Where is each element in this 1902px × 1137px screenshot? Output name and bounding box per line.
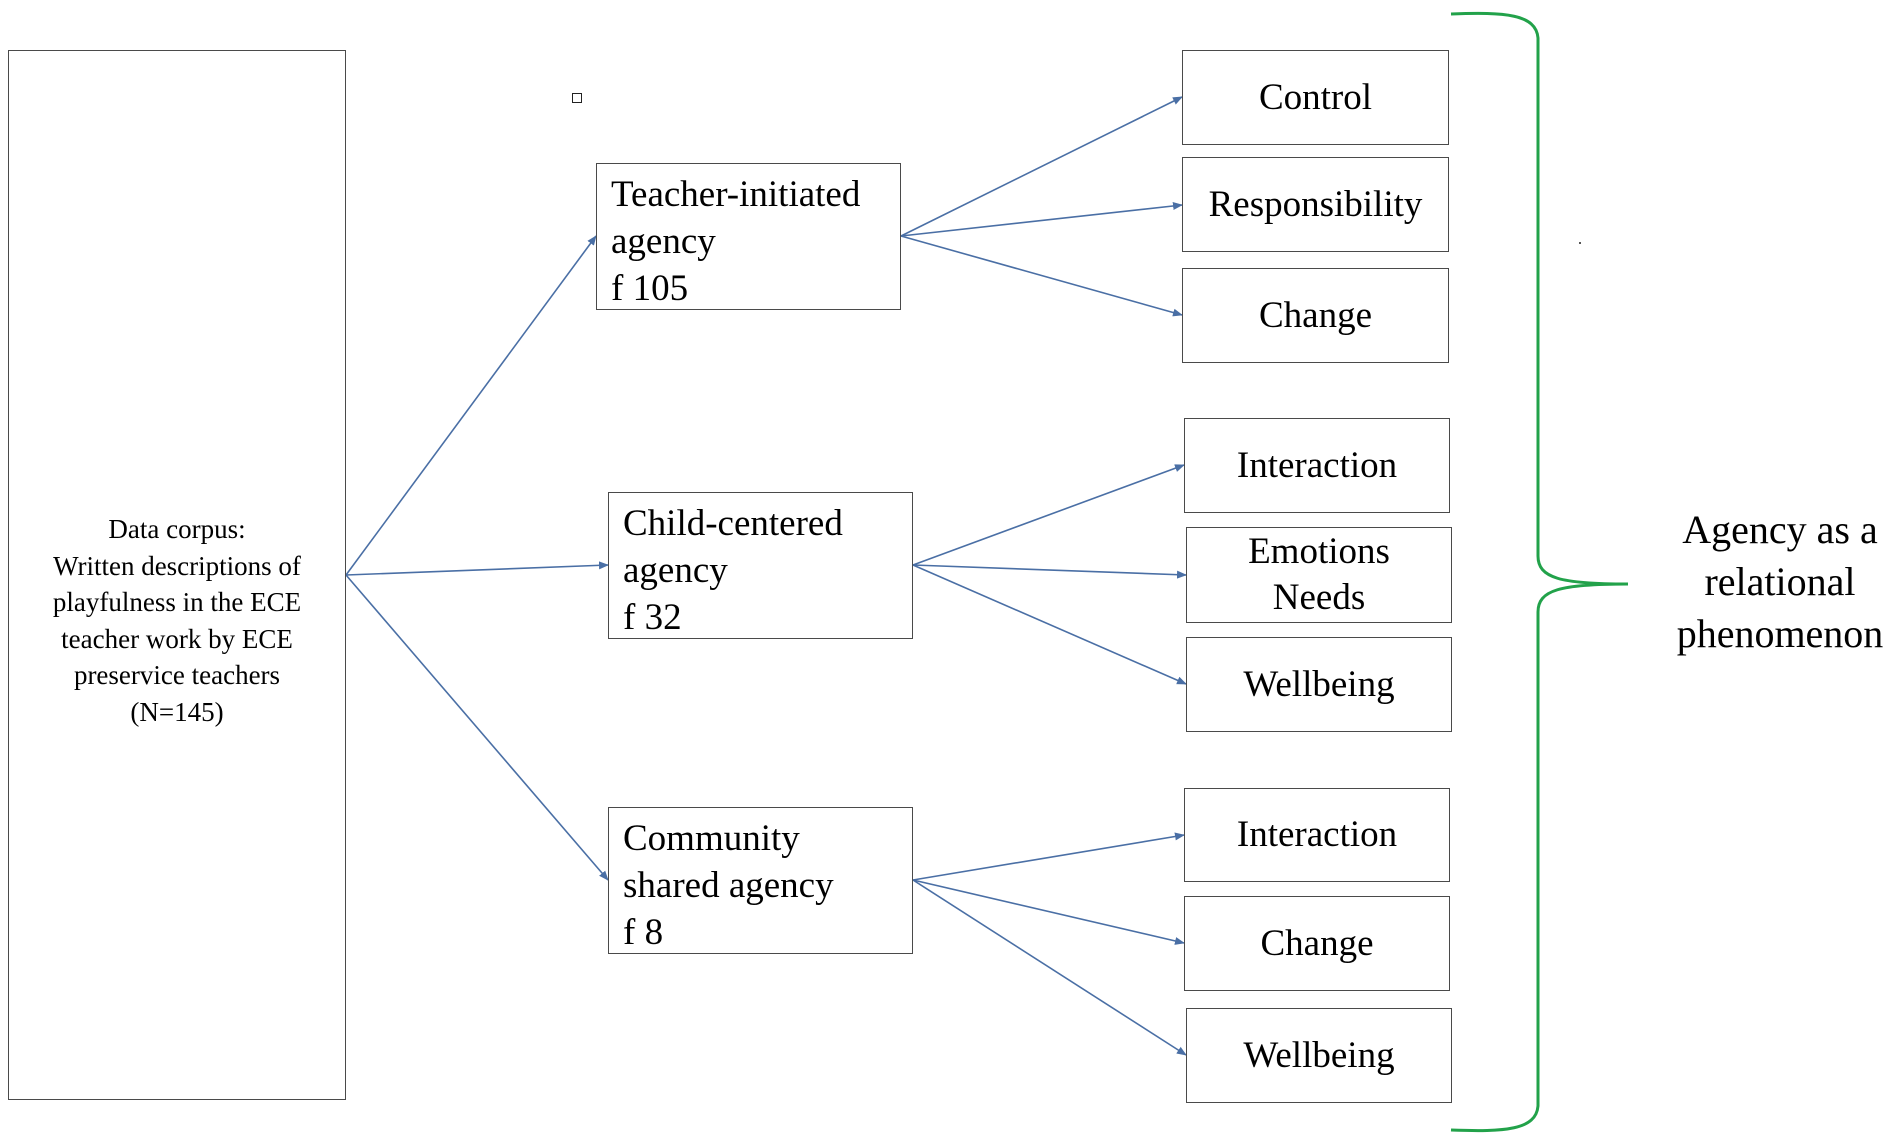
arrow-to-subcategory [900, 235, 1183, 317]
subcategory-label: Interaction [1236, 814, 1398, 855]
subcategory-wellbeing: Wellbeing [1186, 637, 1452, 732]
arrow-to-category [345, 235, 597, 576]
arrow-to-subcategory [912, 564, 1187, 579]
arrow-to-subcategory [912, 879, 1187, 1056]
arrow-to-subcategory [912, 879, 1185, 945]
subcategory-interaction: Interaction [1184, 788, 1450, 882]
subcategory-control: Control [1182, 50, 1449, 145]
data-corpus-line: preservice teachers [73, 660, 281, 690]
arrow-to-category [345, 574, 609, 881]
subcategory-interaction: Interaction [1184, 418, 1450, 513]
category-label-line: agency [611, 221, 716, 262]
subcategory-label: Interaction [1236, 444, 1398, 486]
arrow-to-subcategory [912, 564, 1187, 685]
category-frequency: f 105 [611, 268, 689, 309]
subcategory-label: Needs [1272, 577, 1366, 618]
outcome-label-line: relational [1704, 559, 1856, 604]
category-label-line: Child-centered [623, 503, 843, 544]
data-corpus-line: (N=145) [130, 696, 224, 727]
subcategory-label: Responsibility [1208, 183, 1423, 225]
subcategory-label: Change [1260, 922, 1374, 964]
arrow-to-subcategory [912, 464, 1185, 566]
subcategory-label: Emotions [1248, 531, 1390, 572]
category-child-centered-agency: Child-centered agency f 32 [608, 492, 913, 639]
subcategory-change: Change [1182, 268, 1449, 363]
subcategory-label: Wellbeing [1243, 1034, 1395, 1076]
outcome-label-line: Agency as a [1682, 507, 1878, 552]
subcategory-wellbeing: Wellbeing [1186, 1008, 1452, 1103]
subcategory-label: Control [1258, 76, 1373, 118]
category-label-line: Teacher-initiated [611, 174, 861, 215]
data-corpus-line: teacher work by ECE [61, 623, 293, 654]
stray-square-mark [572, 93, 582, 103]
outcome-label: Agency as a relational phenomenon [1650, 504, 1902, 660]
subcategory-responsibility: Responsibility [1182, 157, 1449, 252]
arrow-to-category [345, 561, 609, 576]
data-corpus-line: Written descriptions of [53, 550, 301, 581]
data-corpus-line: playfulness in the ECE [52, 587, 302, 617]
outcome-label-line: phenomenon [1676, 611, 1884, 656]
subcategory-emotions-needs: Emotions Needs [1186, 527, 1452, 623]
grouping-brace [1450, 11, 1629, 1133]
category-label-line: agency [623, 550, 728, 591]
data-corpus-box: Data corpus: Written descriptions of pla… [8, 50, 346, 1100]
subcategory-label: Wellbeing [1243, 663, 1395, 705]
category-label-line: shared agency [623, 865, 834, 906]
category-frequency: f 8 [623, 912, 664, 953]
arrow-to-subcategory [912, 832, 1185, 881]
subcategory-label: Change [1258, 294, 1373, 336]
stray-dot-mark [1579, 242, 1581, 244]
category-teacher-initiated-agency: Teacher-initiated agency f 105 [596, 163, 901, 310]
arrow-to-subcategory [900, 202, 1183, 237]
category-community-shared-agency: Community shared agency f 8 [608, 807, 913, 954]
category-frequency: f 32 [623, 597, 682, 638]
data-corpus-text: Data corpus: Written descriptions of pla… [9, 511, 345, 730]
category-label-line: Community [623, 818, 800, 859]
arrow-to-subcategory [900, 96, 1183, 237]
data-corpus-line: Data corpus: [108, 514, 246, 544]
subcategory-change: Change [1184, 896, 1450, 991]
